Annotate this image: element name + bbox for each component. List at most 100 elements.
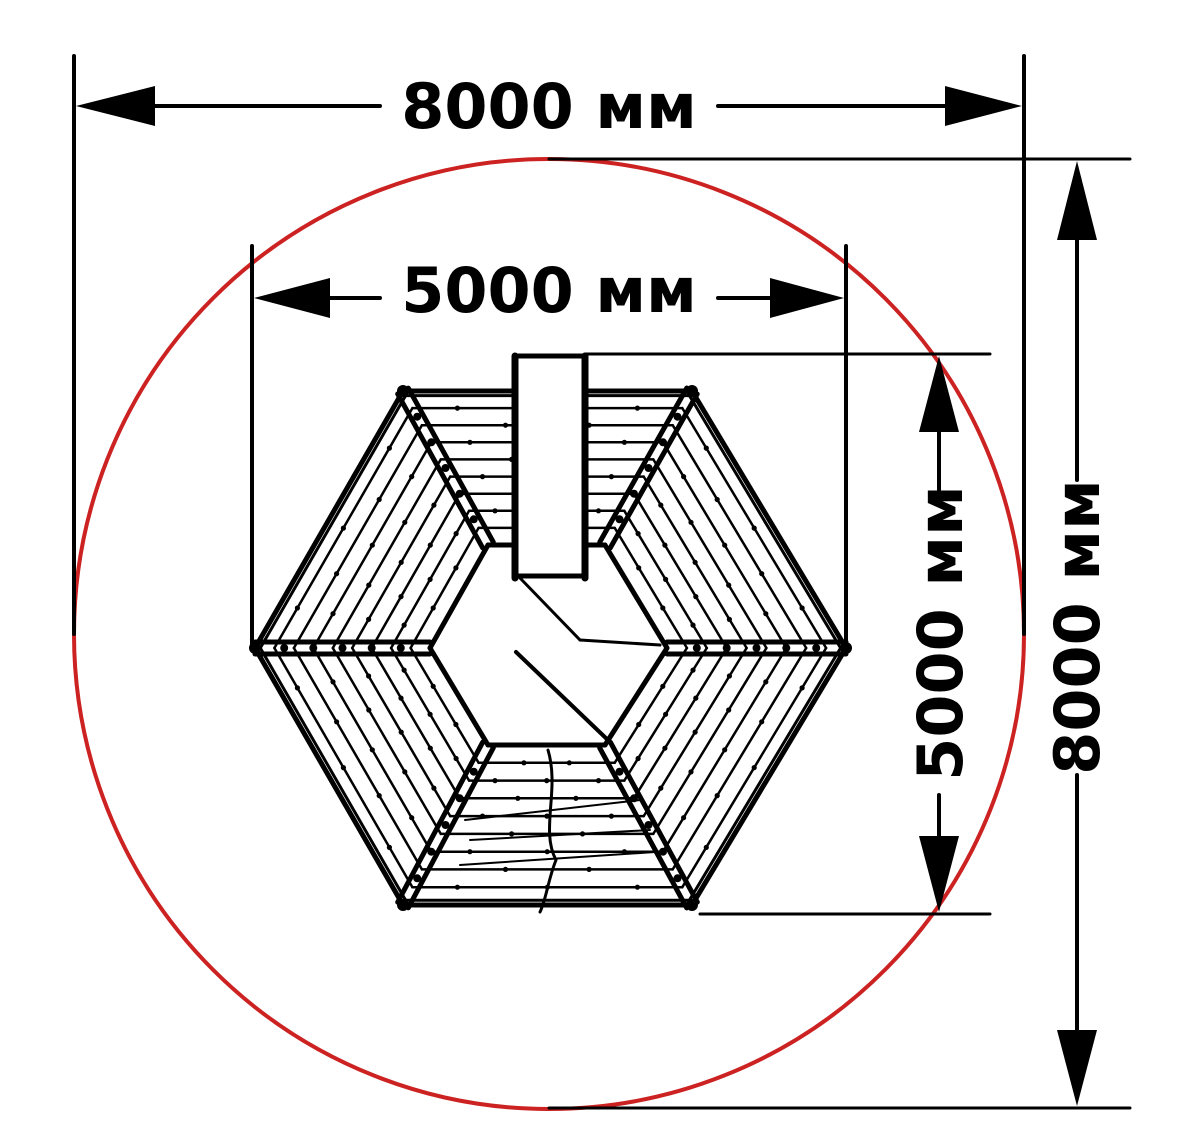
bolt <box>334 719 340 725</box>
slide <box>511 352 662 744</box>
bolt <box>309 644 318 652</box>
bolt <box>799 685 805 691</box>
bolt <box>692 559 698 565</box>
inner-edge <box>428 646 490 747</box>
bolt <box>294 685 300 691</box>
plank <box>671 646 808 871</box>
bolt <box>430 683 436 689</box>
bolt <box>659 438 667 447</box>
bolt <box>509 831 515 837</box>
bolt <box>690 667 696 673</box>
bolt <box>759 571 765 577</box>
bolt <box>427 542 433 548</box>
inner-height-label: 5000 мм <box>904 485 977 781</box>
plank <box>632 492 728 650</box>
inner-edge <box>603 543 669 650</box>
bolt <box>703 844 709 851</box>
bolt <box>759 719 765 725</box>
bolt <box>673 874 682 883</box>
bolt <box>413 412 422 421</box>
bolt <box>398 729 404 735</box>
bolt <box>812 644 821 652</box>
bolt <box>366 616 372 623</box>
plank <box>370 646 461 800</box>
bolt <box>427 745 433 751</box>
bolt <box>690 622 696 628</box>
bolt <box>469 767 478 776</box>
corner-beam <box>597 385 690 545</box>
bolt <box>469 515 478 524</box>
bolt <box>398 594 404 600</box>
plank <box>652 646 768 836</box>
bolt <box>544 813 550 819</box>
bolt <box>751 765 757 771</box>
bolt <box>726 707 732 713</box>
bolt <box>431 785 437 791</box>
bolt <box>453 531 459 537</box>
bolt <box>294 605 300 611</box>
plank <box>252 645 406 908</box>
bolt <box>398 559 404 565</box>
bolt <box>386 844 392 851</box>
bolt <box>615 767 624 776</box>
bolt <box>693 594 699 600</box>
plank <box>292 646 424 871</box>
outer-width-label: 8000 мм <box>401 70 697 143</box>
bolt <box>751 525 757 531</box>
bolt <box>692 644 701 652</box>
bolt <box>515 795 521 801</box>
bolt <box>703 445 709 451</box>
edge-beam <box>687 394 843 650</box>
bolt <box>799 605 805 611</box>
bolt <box>722 747 728 753</box>
bolt <box>630 489 638 498</box>
edge-beam <box>258 394 408 650</box>
bolt <box>660 605 666 611</box>
bolt <box>586 866 592 873</box>
bolt <box>367 644 376 652</box>
plank <box>331 646 443 836</box>
plank <box>409 526 480 650</box>
bolt <box>658 502 664 508</box>
bolt <box>726 616 733 623</box>
bolt <box>502 866 509 873</box>
bolt <box>366 582 372 588</box>
bolt <box>397 899 409 911</box>
bolt <box>544 849 550 855</box>
bolt <box>492 778 498 784</box>
plank <box>689 388 849 651</box>
bolt <box>441 821 450 829</box>
bolt <box>401 622 407 628</box>
inner-width-dimension: 5000 мм <box>250 244 848 646</box>
bolt <box>492 508 498 514</box>
bolt <box>402 519 408 525</box>
plank <box>292 423 424 650</box>
bolt <box>660 683 666 689</box>
bolt <box>398 695 404 701</box>
bolt <box>454 884 460 890</box>
bolt <box>249 642 261 654</box>
bolt <box>658 785 664 791</box>
bolt <box>430 605 436 611</box>
bolt <box>714 496 720 503</box>
plank <box>331 458 443 650</box>
bolt <box>330 611 336 617</box>
bolt <box>338 644 347 652</box>
bolt <box>479 474 486 480</box>
bolt <box>688 769 694 775</box>
outer-height-dimension: 8000 мм <box>547 157 1132 1110</box>
bolt <box>340 765 346 771</box>
plank <box>613 526 689 650</box>
corner-beam <box>395 739 486 905</box>
bolt <box>608 474 615 480</box>
bolt <box>752 644 761 652</box>
bolt <box>722 542 728 548</box>
bolt <box>376 496 382 503</box>
plank <box>370 492 461 650</box>
plank <box>252 388 406 651</box>
bolt <box>366 707 372 713</box>
bolt <box>544 778 550 784</box>
outer-height-label: 8000 мм <box>1041 479 1114 775</box>
bolt <box>663 711 669 717</box>
